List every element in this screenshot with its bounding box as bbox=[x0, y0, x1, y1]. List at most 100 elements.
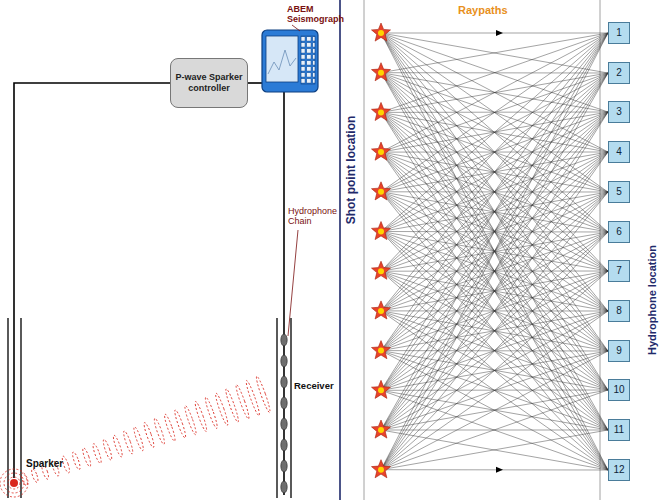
wavefront bbox=[153, 418, 166, 445]
callout-number: 11 bbox=[614, 424, 624, 436]
wavefront bbox=[183, 405, 197, 435]
raypath bbox=[381, 33, 608, 311]
panel-divider bbox=[339, 0, 341, 500]
wavefront bbox=[234, 384, 250, 420]
raypath bbox=[381, 430, 608, 470]
borehole-wall bbox=[276, 318, 277, 498]
raypath bbox=[381, 232, 608, 470]
wavefront bbox=[71, 451, 81, 470]
hydrophone bbox=[281, 355, 287, 367]
raypath bbox=[381, 192, 608, 470]
borehole-wall bbox=[290, 318, 291, 498]
frame-line bbox=[600, 0, 601, 500]
raypath bbox=[381, 33, 608, 112]
raypath bbox=[381, 33, 608, 351]
wavefront bbox=[0, 469, 28, 497]
wavefront bbox=[132, 426, 145, 451]
shot-star-center bbox=[378, 308, 384, 314]
device-label: ABEM Seismograph bbox=[287, 4, 337, 25]
shot-star-center bbox=[378, 229, 384, 235]
raypath bbox=[381, 351, 608, 470]
raypath bbox=[381, 33, 608, 192]
seismograph-screen bbox=[266, 36, 298, 82]
shot-star bbox=[372, 261, 391, 279]
hydrophone-number-box: 5 bbox=[608, 181, 630, 203]
raypath bbox=[381, 390, 608, 470]
raypath bbox=[381, 232, 608, 471]
shot-star bbox=[372, 341, 391, 359]
wavefront bbox=[8, 477, 20, 489]
cable bbox=[248, 82, 262, 84]
shot-star bbox=[372, 420, 391, 438]
cable bbox=[14, 83, 170, 478]
wavefront bbox=[112, 435, 124, 458]
shot-star-center bbox=[378, 387, 384, 393]
callout-number: 8 bbox=[616, 305, 622, 317]
raypath bbox=[381, 152, 608, 470]
shot-star-center bbox=[378, 348, 384, 354]
hydrophone-number-box: 12 bbox=[608, 459, 630, 481]
raypath bbox=[381, 33, 608, 271]
raypath bbox=[381, 33, 608, 311]
shot-star-center bbox=[378, 109, 384, 115]
leader-line bbox=[292, 25, 300, 31]
wavefront bbox=[81, 447, 92, 467]
hydrophone bbox=[281, 376, 287, 388]
raypath bbox=[381, 73, 608, 470]
hydrophone bbox=[281, 418, 287, 430]
raypath bbox=[381, 430, 608, 470]
hydrophone-number-box: 2 bbox=[608, 62, 630, 84]
shot-star bbox=[372, 460, 391, 478]
shot-star bbox=[372, 222, 391, 240]
callout-number: 4 bbox=[616, 146, 622, 158]
raypath bbox=[381, 469, 608, 470]
raypath bbox=[381, 33, 608, 192]
wavefront bbox=[224, 388, 240, 423]
wavefront bbox=[122, 430, 134, 454]
shot-star bbox=[372, 301, 391, 319]
wavefront bbox=[193, 401, 208, 432]
raypath bbox=[381, 271, 608, 470]
hydrophone-number-box: 11 bbox=[608, 419, 630, 441]
hydrophone-number-box: 9 bbox=[608, 340, 630, 362]
callout-number: 7 bbox=[616, 265, 622, 277]
raypath bbox=[381, 112, 608, 470]
shot-star-center bbox=[378, 30, 384, 36]
raypath bbox=[381, 33, 608, 34]
shot-star-center bbox=[378, 189, 384, 195]
part-label: Sparker bbox=[26, 458, 63, 470]
wavefront bbox=[102, 439, 113, 461]
raypath bbox=[381, 390, 608, 470]
hydrophone-number-box: 8 bbox=[608, 300, 630, 322]
hydrophone-number-box: 6 bbox=[608, 221, 630, 243]
shot-star-center bbox=[378, 268, 384, 274]
callout-number: 5 bbox=[616, 186, 622, 198]
callout-number: 10 bbox=[613, 384, 624, 396]
wavefront bbox=[20, 472, 29, 486]
box-label: P-wave Sparker controller bbox=[174, 72, 244, 94]
callout-number: 12 bbox=[613, 464, 624, 476]
axis-label: Shot point location bbox=[345, 114, 359, 227]
part-label: Receiver bbox=[294, 381, 334, 392]
wavefront bbox=[92, 443, 103, 464]
raypath bbox=[381, 33, 608, 390]
shot-star bbox=[372, 102, 391, 120]
shot-star bbox=[372, 380, 391, 398]
callout-number: 6 bbox=[616, 226, 622, 238]
hydrophone bbox=[281, 334, 287, 346]
raypath bbox=[381, 33, 608, 470]
hydrophone bbox=[281, 397, 287, 409]
chain-label: Hydrophone Chain bbox=[288, 206, 338, 227]
raypath-label: Raypaths bbox=[458, 4, 508, 17]
controller-box: P-wave Sparker controller bbox=[170, 58, 248, 108]
hydrophone-number-box: 4 bbox=[608, 141, 630, 163]
raypath bbox=[381, 112, 608, 470]
raypath bbox=[381, 311, 608, 470]
leader-line bbox=[288, 230, 298, 336]
axis-label: Hydrophone location bbox=[646, 243, 659, 357]
raypath bbox=[381, 152, 608, 470]
shot-star-center bbox=[378, 70, 384, 76]
ray-arrowhead bbox=[496, 467, 503, 473]
